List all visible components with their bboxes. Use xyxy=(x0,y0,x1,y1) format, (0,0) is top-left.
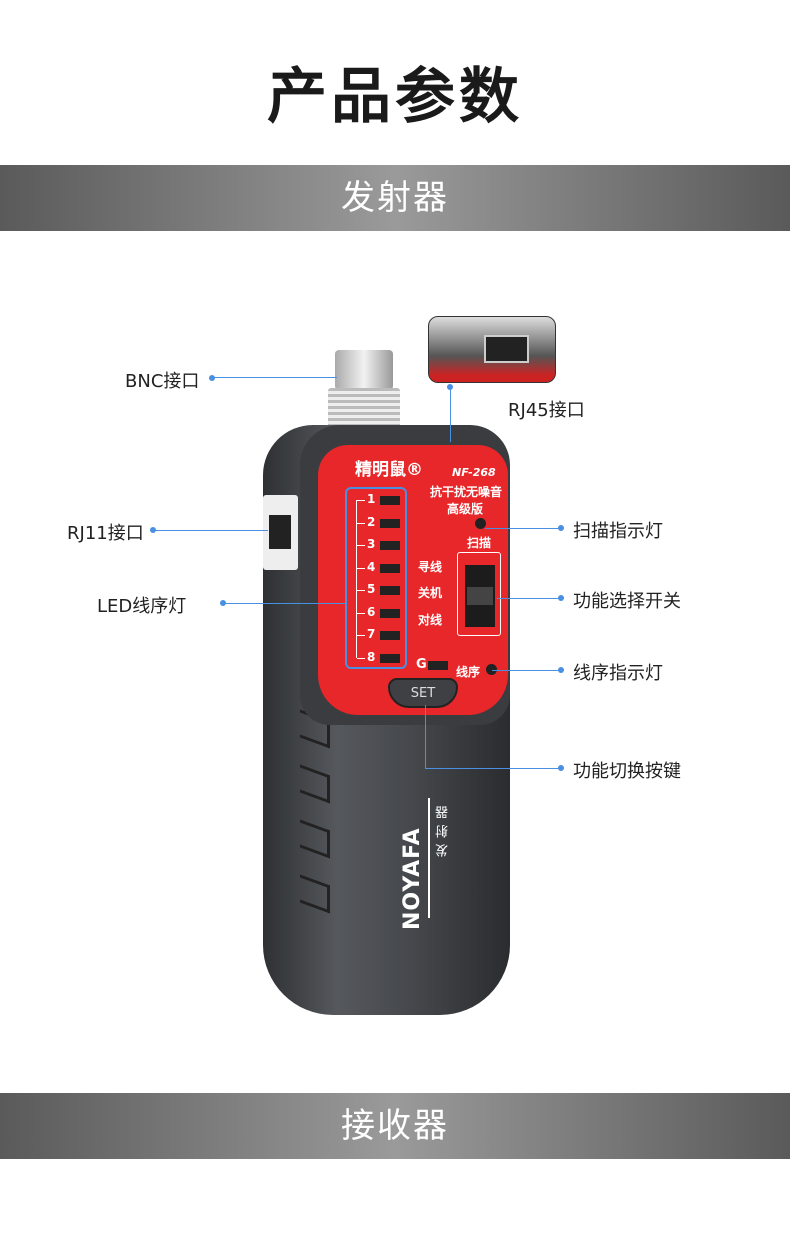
callout-rj45: RJ45接口 xyxy=(508,400,585,421)
led-light xyxy=(380,518,400,528)
callout-led: LED线序灯 xyxy=(97,596,187,617)
led-light xyxy=(380,541,400,550)
callout-function-switch: 功能选择开关 xyxy=(573,591,681,612)
sequence-label: 线序 xyxy=(456,665,481,679)
callout-sequence-light: 线序指示灯 xyxy=(573,663,663,684)
callout-rj11: RJ11接口 xyxy=(67,523,144,544)
rj45-inset-image xyxy=(428,316,556,383)
ground-label: G xyxy=(416,657,427,672)
led-number: 6 xyxy=(367,604,376,619)
callout-function-button: 功能切换按键 xyxy=(573,761,681,782)
callout-scan-light: 扫描指示灯 xyxy=(573,521,663,542)
device-body-text: 发射器 xyxy=(436,800,451,857)
scan-indicator-light xyxy=(475,518,486,529)
led-light xyxy=(380,608,400,618)
device-edition: 高级版 xyxy=(447,502,484,516)
device-feature: 抗干扰无噪音 xyxy=(430,485,503,499)
led-light xyxy=(380,653,400,663)
led-light xyxy=(380,496,400,505)
section-banner-receiver: 接收器 xyxy=(0,1093,790,1159)
ground-led xyxy=(428,661,448,670)
sequence-indicator-light xyxy=(486,664,497,675)
set-button[interactable]: SET xyxy=(388,678,458,708)
led-panel xyxy=(345,487,407,669)
led-number: 1 xyxy=(367,492,376,506)
led-number: 7 xyxy=(367,627,376,641)
led-number: 5 xyxy=(367,582,376,596)
section-banner-transmitter: 发射器 xyxy=(0,165,790,231)
led-number: 4 xyxy=(367,559,376,574)
function-switch[interactable] xyxy=(457,552,501,636)
led-light xyxy=(380,631,400,640)
switch-position-2: 对线 xyxy=(418,613,443,627)
led-number: 8 xyxy=(367,649,376,664)
device-brand: 精明鼠® xyxy=(355,460,423,480)
noyafa-logo: NOYAFA xyxy=(400,827,425,930)
scan-label: 扫描 xyxy=(467,536,492,550)
led-light xyxy=(380,563,400,573)
callout-bnc: BNC接口 xyxy=(125,371,200,392)
page-title: 产品参数 xyxy=(267,62,523,132)
led-number: 3 xyxy=(367,537,376,551)
switch-position-1: 关机 xyxy=(418,586,443,600)
bnc-connector xyxy=(335,350,393,390)
rj11-port xyxy=(263,495,298,570)
led-number: 2 xyxy=(367,514,376,529)
led-light xyxy=(380,586,400,595)
device-model: NF-268 xyxy=(452,466,496,479)
switch-position-0: 寻线 xyxy=(418,560,443,574)
